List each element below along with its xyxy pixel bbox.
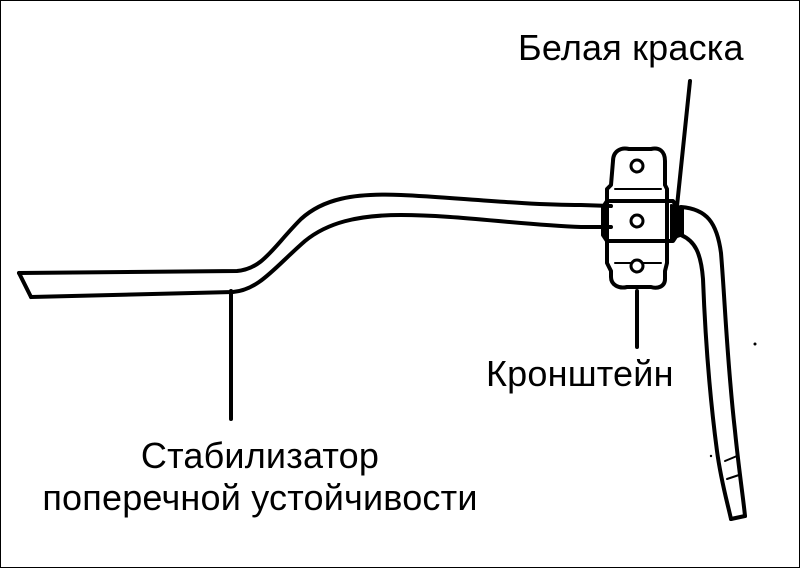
label-stabilizer-line1: Стабилизатор (140, 435, 380, 476)
label-stabilizer: Стабилизатор поперечной устойчивости (1, 435, 519, 519)
bracket-hole-mid (629, 213, 645, 229)
stabilizer-bar-bend-inner (679, 233, 733, 521)
bracket-hole-bottom (629, 258, 645, 274)
stabilizer-bar-upper-edge (17, 192, 613, 275)
bracket-bushing (601, 199, 679, 243)
white-paint-mark (670, 204, 684, 240)
bracket-hole-top (629, 158, 645, 174)
stabilizer-bar-bend-outer (679, 205, 747, 518)
label-white-paint: Белая краска (518, 27, 744, 68)
bracket-body (605, 146, 669, 290)
stabilizer-bar-lower-edge (29, 213, 613, 299)
label-bracket: Кронштейн (486, 353, 674, 394)
leader-white-paint (675, 79, 692, 208)
stabilizer-bar-end (17, 271, 33, 299)
stabilizer-bar-end-right (729, 514, 747, 521)
label-stabilizer-line2: поперечной устойчивости (42, 477, 478, 518)
